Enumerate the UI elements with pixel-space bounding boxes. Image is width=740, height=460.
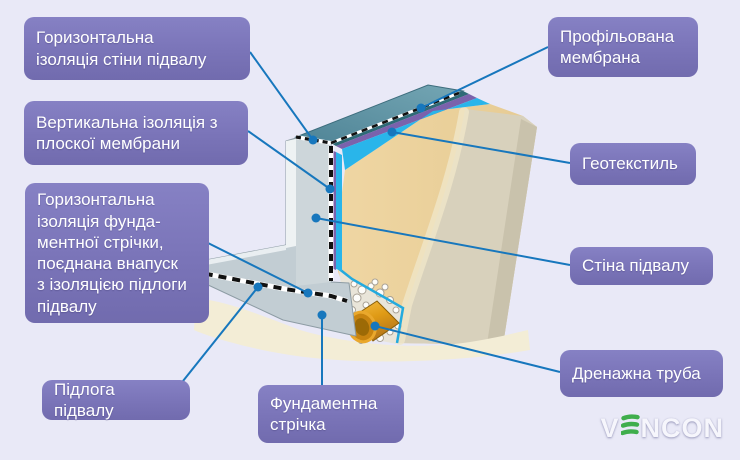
label-horizontal-strip-insulation: Горизонтальна ізоляція фунда- ментної ст… bbox=[25, 183, 209, 323]
leader-line-vertical-insulation bbox=[247, 130, 331, 190]
profiled-membrane-layer bbox=[336, 94, 477, 149]
leader-lines bbox=[182, 46, 571, 385]
label-basement-wall: Стіна підвалу bbox=[570, 247, 713, 285]
geotextile-layer bbox=[342, 98, 490, 170]
geotextile-gravel-edge bbox=[337, 267, 405, 344]
label-foundation-strip: Фундаментна стрічка bbox=[258, 385, 404, 443]
leader-line-strip-insulation bbox=[207, 242, 309, 294]
ground-strip bbox=[194, 298, 530, 362]
leader-line-horizontal-wall-insulation bbox=[249, 51, 314, 141]
leader-line-geotextile bbox=[391, 131, 571, 164]
wall-horizontal-insulation-dash bbox=[295, 135, 332, 145]
soil-block bbox=[338, 104, 537, 345]
logo-prefix: V bbox=[600, 413, 620, 443]
vencon-logo: V NCON bbox=[600, 413, 724, 444]
label-geotextile: Геотекстиль bbox=[570, 143, 696, 185]
logo-suffix: NCON bbox=[640, 413, 724, 443]
leader-dots bbox=[253, 103, 426, 331]
label-horizontal-wall-insulation: Горизонтальна ізоляція стіни підвалу bbox=[24, 17, 250, 80]
leader-line-drainage-pipe bbox=[374, 325, 561, 373]
concrete-structure bbox=[205, 137, 357, 337]
label-profiled-membrane: Профільована мембрана bbox=[548, 17, 698, 77]
label-vertical-insulation: Вертикальна ізоляція з плоскої мембрани bbox=[24, 101, 248, 165]
leader-line-profiled-membrane bbox=[420, 46, 549, 109]
geotextile-vertical bbox=[336, 152, 342, 271]
cap-dark-edge bbox=[331, 91, 469, 146]
wall-cap-assembly bbox=[294, 84, 490, 271]
floor-slab-top bbox=[206, 245, 286, 265]
leader-line-basement-wall bbox=[315, 217, 571, 266]
wall-left-face bbox=[286, 139, 296, 248]
logo-green-e-icon bbox=[619, 413, 640, 444]
label-drainage-pipe: Дренажна труба bbox=[560, 350, 723, 397]
label-basement-floor: Підлога підвалу bbox=[42, 380, 190, 420]
basement-wall-face bbox=[296, 139, 331, 286]
leader-line-basement-floor bbox=[182, 286, 259, 382]
